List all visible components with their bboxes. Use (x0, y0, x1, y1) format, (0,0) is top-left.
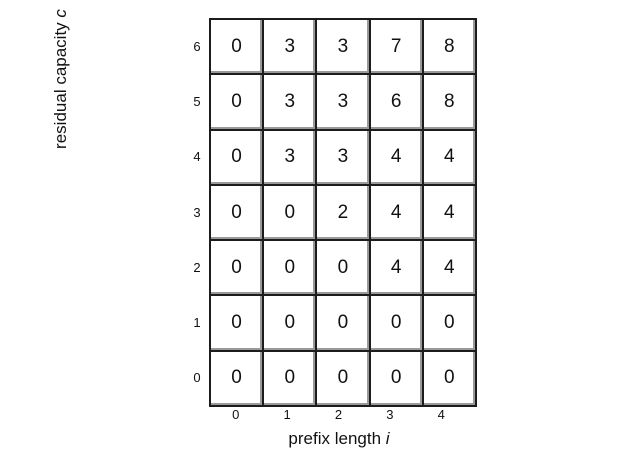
table-cell: 4 (421, 239, 477, 297)
table-cell: 4 (421, 128, 477, 186)
table-cell: 0 (262, 239, 318, 297)
table-cell: 3 (315, 73, 371, 131)
y-axis-label: residual capacity c (51, 0, 71, 199)
table-cell: 0 (368, 294, 424, 352)
table-cell: 0 (208, 294, 265, 352)
table-cell: 0 (315, 239, 371, 297)
table-cell: 0 (208, 349, 265, 408)
y-tick-label: 4 (193, 149, 201, 165)
y-tick-label: 2 (193, 259, 201, 275)
table-cell: 0 (208, 73, 265, 131)
y-tick-label: 6 (193, 38, 201, 54)
table-cell: 0 (368, 349, 424, 408)
table-cell: 4 (368, 183, 424, 242)
y-axis-label-var: c (51, 9, 70, 18)
table-cell: 4 (421, 183, 477, 242)
table-cell: 0 (208, 128, 265, 186)
y-tick-label: 3 (193, 204, 201, 220)
x-tick-label: 1 (283, 407, 291, 422)
table-cell: 8 (421, 17, 477, 76)
x-tick-label: 3 (386, 407, 394, 422)
table-cell: 0 (315, 294, 371, 352)
table-cell: 3 (262, 128, 318, 186)
y-tick-label: 1 (193, 315, 201, 331)
table-cell: 2 (315, 183, 371, 242)
table-cell: 0 (208, 183, 265, 242)
table-cell: 0 (262, 183, 318, 242)
x-axis-label: prefix length i (249, 429, 429, 449)
table-cell: 0 (208, 239, 265, 297)
table-cell: 0 (208, 17, 265, 76)
y-tick-label: 0 (193, 370, 201, 386)
table-cell: 3 (315, 17, 371, 76)
x-tick-label: 4 (437, 407, 445, 422)
table-cell: 7 (368, 17, 424, 76)
table-cell: 0 (421, 294, 477, 352)
y-tick-label: 5 (193, 93, 201, 109)
x-tick-label: 2 (334, 407, 343, 422)
table-cell: 0 (421, 349, 477, 408)
x-axis-label-var: i (385, 429, 390, 448)
x-axis-label-text: prefix length (288, 429, 382, 448)
table-cell: 0 (262, 349, 318, 408)
table-cell: 3 (262, 17, 318, 76)
table-cell: 0 (315, 349, 371, 408)
table-cell: 8 (421, 73, 477, 131)
table-cell: 3 (315, 128, 371, 186)
table-cell: 0 (262, 294, 318, 352)
table-cell: 6 (368, 73, 424, 131)
table-cell: 4 (368, 239, 424, 297)
y-axis-label-text: residual capacity (51, 22, 70, 149)
table-cell: 3 (262, 73, 318, 131)
table-cell: 4 (368, 128, 424, 186)
x-tick-label: 0 (232, 407, 240, 422)
